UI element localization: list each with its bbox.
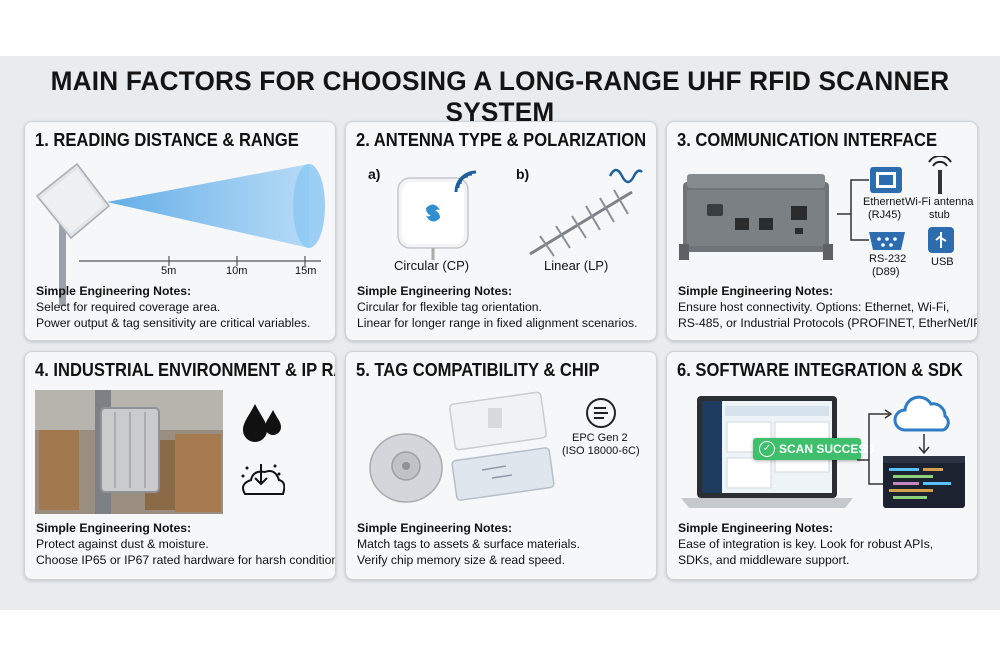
page-title: MAIN FACTORS FOR CHOOSING A LONG-RANGE U… — [50, 66, 950, 127]
notes-heading: Simple Engineering Notes: — [36, 521, 192, 535]
range-diagram — [35, 162, 325, 306]
note-line: SDKs, and middleware support. — [678, 553, 850, 567]
ethernet-port-icon — [870, 167, 902, 193]
wifi-label: Wi-Fi antenna — [905, 196, 974, 208]
card-title: 4. INDUSTRIAL ENVIRONMENT & IP RATING — [35, 360, 335, 380]
card-title: 2. ANTENNA TYPE & POLARIZATION — [356, 130, 647, 150]
card-antenna-type: 2. ANTENNA TYPE & POLARIZATION a) b) Cir… — [345, 121, 657, 341]
rs232-port-icon — [869, 232, 905, 250]
reader-device-image — [679, 174, 833, 260]
usb-label: USB — [931, 256, 954, 268]
notes: Simple Engineering Notes: Protect agains… — [36, 520, 336, 568]
note-line: Circular for flexible tag orientation. — [357, 300, 542, 314]
notes: Simple Engineering Notes: Ensure host co… — [678, 283, 978, 331]
note-line: Verify chip memory size & read speed. — [357, 553, 565, 567]
linear-polarization-icon — [608, 168, 643, 184]
card-title: 1. READING DISTANCE & RANGE — [35, 130, 299, 150]
note-line: Linear for longer range in fixed alignme… — [357, 316, 638, 330]
notes-heading: Simple Engineering Notes: — [36, 284, 192, 298]
card-tag-compatibility: 5. TAG COMPATIBILITY & CHIP EPC Gen 2 (I… — [345, 351, 657, 580]
card-title: 5. TAG COMPATIBILITY & CHIP — [356, 360, 600, 380]
ethernet-label: Ethernet — [863, 196, 905, 208]
variant-b-label: b) — [516, 166, 530, 182]
distance-mark-5m: 5m — [161, 265, 177, 277]
card-reading-distance: 1. READING DISTANCE & RANGE 5m 10m 15m S… — [24, 121, 336, 341]
mounting-pole — [59, 216, 66, 306]
note-line: Protect against dust & moisture. — [36, 537, 209, 551]
notes: Simple Engineering Notes: Ease of integr… — [678, 520, 933, 568]
circular-antenna-image — [397, 177, 469, 260]
epc-standard-label: EPC Gen 2 — [572, 432, 628, 444]
ethernet-sub-label: (RJ45) — [868, 209, 902, 221]
rs232-label: RS-232 — [869, 253, 907, 265]
card-industrial-environment: 4. INDUSTRIAL ENVIRONMENT & IP RATING Si… — [24, 351, 336, 580]
usb-icon — [928, 227, 954, 253]
read-beam-cone — [107, 164, 309, 248]
note-line: Power output & tag sensitivity are criti… — [36, 316, 311, 330]
rs232-sub-label: (D89) — [872, 266, 900, 278]
notes-heading: Simple Engineering Notes: — [678, 521, 834, 535]
distance-mark-10m: 10m — [226, 265, 248, 277]
check-icon: ✓ — [759, 441, 775, 457]
variant-a-label: a) — [368, 166, 381, 182]
linear-antenna-image — [529, 189, 633, 257]
card-software-integration: 6. SOFTWARE INTEGRATION & SDK ✓ SCAN SUC… — [666, 351, 978, 580]
circular-polarization-icon — [454, 170, 477, 192]
note-line: Select for required coverage area. — [36, 300, 221, 314]
note-line: RS-485, or Industrial Protocols (PROFINE… — [678, 316, 978, 330]
notes-heading: Simple Engineering Notes: — [678, 284, 834, 298]
distance-mark-15m: 15m — [295, 265, 317, 277]
scan-success-text: SCAN SUCCESS — [779, 442, 875, 456]
scan-success-badge: ✓ SCAN SUCCESS — [753, 438, 874, 460]
wifi-icon — [928, 156, 952, 194]
water-drops-icon — [243, 404, 281, 442]
wifi-sub-label: stub — [929, 209, 950, 221]
notes: Simple Engineering Notes: Circular for f… — [357, 283, 637, 331]
note-line: Choose IP65 or IP67 rated hardware for h… — [36, 553, 336, 567]
down-arrow-icon — [918, 434, 930, 455]
rfid-tags-image — [369, 391, 555, 503]
notes-heading: Simple Engineering Notes: — [357, 284, 513, 298]
card-communication-interface: 3. COMMUNICATION INTERFACE Ethernet (RJ4… — [666, 121, 978, 341]
code-terminal-image — [883, 456, 965, 508]
dust-protection-icon — [241, 464, 285, 495]
note-line: Match tags to assets & surface materials… — [357, 537, 580, 551]
linear-label: Linear (LP) — [544, 258, 609, 273]
notes: Simple Engineering Notes: Match tags to … — [357, 520, 580, 568]
warehouse-photo — [35, 390, 223, 514]
epc-chip-icon — [586, 398, 616, 428]
note-line: Ease of integration is key. Look for rob… — [678, 537, 934, 551]
circular-label: Circular (CP) — [394, 258, 470, 273]
beam-end — [293, 164, 325, 248]
notes: Simple Engineering Notes: Select for req… — [36, 283, 310, 331]
note-line: Ensure host connectivity. Options: Ether… — [678, 300, 950, 314]
card-title: 6. SOFTWARE INTEGRATION & SDK — [677, 360, 963, 380]
iso-standard-label: (ISO 18000-6C) — [562, 445, 640, 457]
notes-heading: Simple Engineering Notes: — [357, 521, 513, 535]
connection-lines — [837, 179, 869, 241]
cloud-icon — [893, 395, 950, 432]
card-title: 3. COMMUNICATION INTERFACE — [677, 130, 938, 150]
